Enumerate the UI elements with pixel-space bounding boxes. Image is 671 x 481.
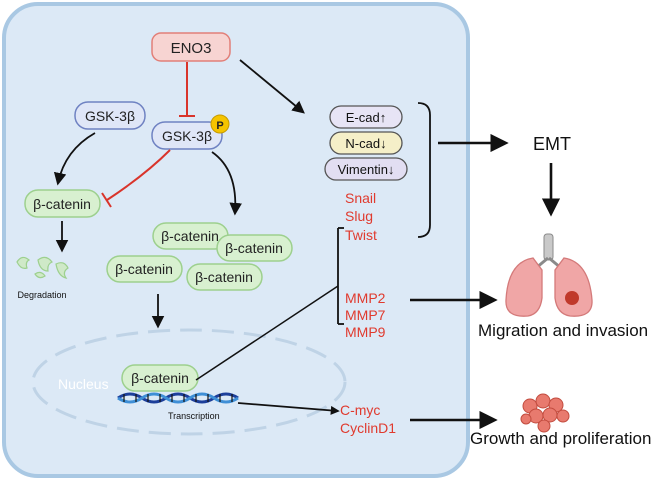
eno3-node[interactable] [151,32,231,62]
tumor-cells-icon [520,393,570,433]
bcatenin-nucleus-label: β-catenin [131,370,189,386]
outcome-emt: EMT [533,134,571,154]
phospho-label: P [216,120,223,132]
transcription-label: Transcription [168,411,220,421]
gene-cyclind1: CyclinD1 [340,420,396,436]
link-dna-to-mmp [195,285,339,381]
arrow-gsk-left-to-bcatenin [53,132,96,186]
gene-mmp7: MMP7 [345,307,386,323]
gsk3b-center-label: GSK-3β [162,128,212,144]
eno3-label: ENO3 [171,40,212,57]
nucleus-envelope [31,328,347,436]
gsk3b-center-node[interactable] [151,121,223,150]
bcatenin-left-node[interactable] [24,189,101,218]
nucleus-label: Nucleus [58,376,109,392]
gene-mmp9: MMP9 [345,324,386,340]
marker-ncad[interactable] [329,131,403,155]
degradation-label: Degradation [17,290,66,300]
outcome-growth: Growth and proliferation [470,429,651,448]
inhibit-gsk-bcatenin-bar [101,192,112,208]
bcatenin-node-c[interactable] [106,255,183,283]
dna-helix-icon [117,392,239,404]
gene-snail: Snail [345,190,376,206]
bcatenin-left-label: β-catenin [33,196,91,212]
bcatenin-label-a: β-catenin [161,228,219,244]
bcatenin-node-b[interactable] [216,234,293,262]
bcatenin-label-c: β-catenin [115,261,173,277]
inhibit-gsk-bcatenin [106,149,171,201]
arrow-eno3-to-markers [239,59,305,114]
gene-mmp2: MMP2 [345,290,386,306]
marker-vimentin[interactable] [324,157,408,181]
bcatenin-label-b: β-catenin [225,240,283,256]
marker-vimentin-label: Vimentin↓ [338,162,395,177]
bcatenin-node-d[interactable] [186,263,263,291]
lung-icon [505,233,593,317]
outcome-migration: Migration and invasion [478,321,648,340]
phospho-badge [210,114,230,134]
gene-cmyc: C-myc [340,402,380,418]
bcatenin-label-d: β-catenin [195,269,253,285]
degradation-fragments-icon [16,256,69,279]
bracket-emt-right [417,102,431,238]
arrow-dna-to-cmyc [237,402,340,415]
arrow-gsk-center-to-bcatenin [211,151,242,216]
gsk3b-left-label: GSK-3β [85,108,135,124]
marker-ecad[interactable] [329,105,403,129]
marker-ncad-label: N-cad↓ [345,136,386,151]
marker-ecad-label: E-cad↑ [346,110,386,125]
gsk3b-left-node[interactable] [74,101,146,130]
gene-twist: Twist [345,227,377,243]
gene-slug: Slug [345,208,373,224]
